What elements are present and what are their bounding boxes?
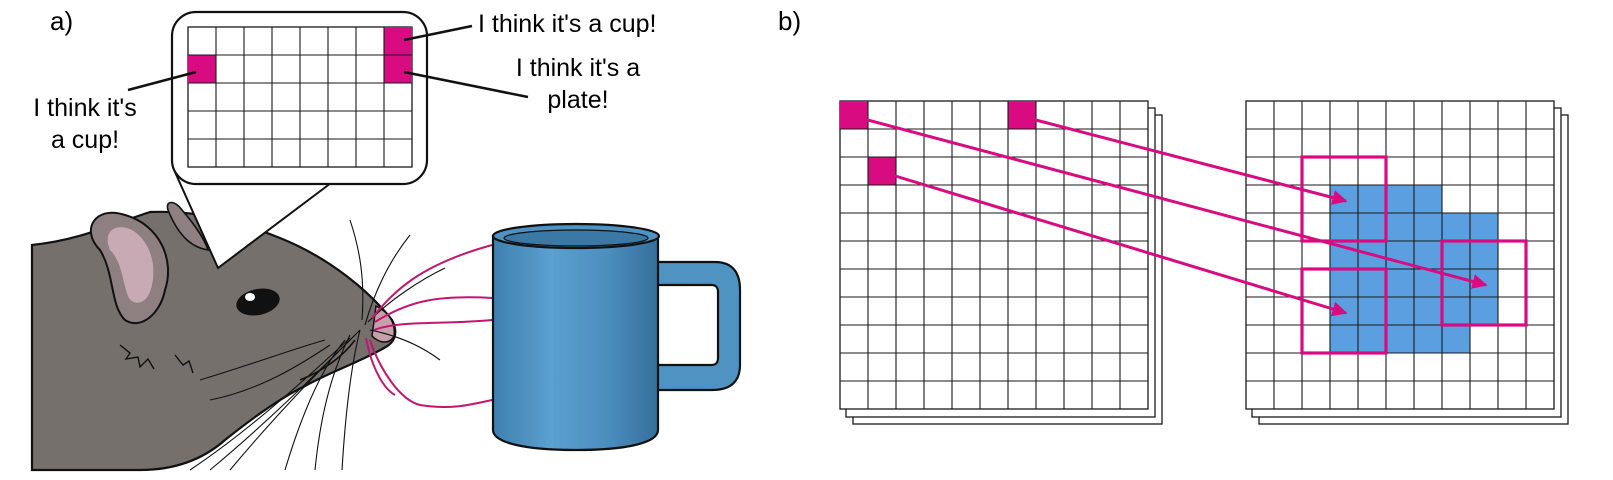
- object-region-cell: [1414, 213, 1442, 241]
- right-output-grid: [1245, 100, 1555, 410]
- object-region-cell: [1470, 297, 1498, 325]
- object-region-cell: [1330, 325, 1358, 353]
- object-region-cell: [1386, 325, 1414, 353]
- object-region-cell: [1414, 325, 1442, 353]
- object-region-cell: [1358, 297, 1386, 325]
- object-region-cell: [1386, 213, 1414, 241]
- object-region-cell: [1470, 241, 1498, 269]
- pointer-line-top: [403, 24, 473, 42]
- object-region-cell: [1358, 325, 1386, 353]
- speech-label-top: I think it's a cup!: [478, 10, 656, 38]
- receptive-field-box: [1440, 239, 1528, 327]
- object-region-cell: [1386, 185, 1414, 213]
- object-region-cell: [1414, 297, 1442, 325]
- thought-bubble-pointer: [174, 171, 336, 270]
- panel-b: b): [778, 6, 1569, 425]
- speech-label-left-line2: a cup!: [51, 126, 119, 154]
- object-region-cell: [1358, 185, 1386, 213]
- left-grid-frame: [839, 100, 1149, 410]
- object-region-cell: [1358, 269, 1386, 297]
- object-region-cell: [1414, 241, 1442, 269]
- object-region-cell: [1442, 297, 1470, 325]
- mug-body: [491, 234, 660, 452]
- object-region-cell: [1358, 213, 1386, 241]
- panel-a: a): [30, 6, 742, 472]
- rat-illustration: [30, 201, 493, 472]
- object-region-cell: [1330, 213, 1358, 241]
- active-neuron-cell: [384, 55, 412, 83]
- left-input-grid: [839, 100, 1149, 410]
- object-region-cell: [1470, 213, 1498, 241]
- object-region-cell: [1442, 241, 1470, 269]
- mapping-arrows: [863, 117, 1488, 317]
- object-region-cell: [1414, 185, 1442, 213]
- active-neuron-cell: [188, 55, 216, 83]
- receptive-field-box: [1300, 267, 1388, 355]
- brain-grid: [187, 26, 413, 168]
- active-neuron-cell: [384, 27, 412, 55]
- object-region-cell: [1442, 213, 1470, 241]
- mug-illustration: [491, 222, 742, 452]
- receptive-field-box: [1300, 155, 1388, 243]
- rat-nose: [371, 304, 396, 343]
- object-region-cell: [1330, 269, 1358, 297]
- input-active-cell: [1008, 101, 1036, 129]
- rat-touching-whiskers: [365, 244, 493, 409]
- mapping-arrow: [1031, 117, 1348, 205]
- input-active-cell: [868, 157, 896, 185]
- speech-label-plate-line1: I think it's a: [516, 54, 640, 82]
- rat-ear-back: [166, 201, 210, 251]
- speech-label-left-line1: I think it's: [33, 94, 136, 122]
- pointer-line-left: [127, 70, 197, 92]
- thought-bubble: [170, 10, 429, 186]
- object-region-cell: [1386, 297, 1414, 325]
- speech-label-plate-line2: plate!: [547, 86, 608, 114]
- object-region-cell: [1386, 269, 1414, 297]
- input-active-cell: [840, 101, 868, 129]
- panel-b-label: b): [778, 6, 801, 36]
- object-region-cell: [1414, 269, 1442, 297]
- mapping-arrow: [891, 173, 1348, 317]
- mapping-arrow: [863, 117, 1488, 289]
- panel-a-label: a): [50, 6, 73, 36]
- object-region-cell: [1442, 325, 1470, 353]
- pointer-line-plate: [403, 70, 529, 99]
